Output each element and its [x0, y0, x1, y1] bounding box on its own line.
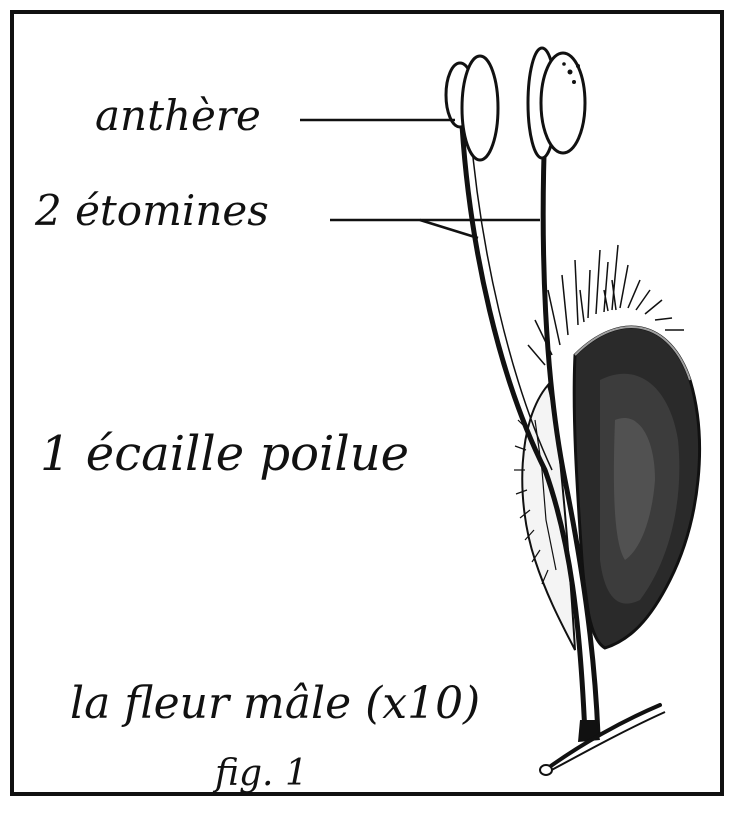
label-etamines: 2 étomines: [34, 186, 269, 235]
leader-line-etamines: [330, 220, 540, 238]
caption-title: la fleur mâle (x10): [70, 678, 480, 729]
caption-fig: fig. 1: [212, 753, 308, 794]
anther-left: [446, 56, 498, 160]
stamen-left: [462, 125, 585, 735]
label-ecaille: 1 écaille poilue: [40, 426, 409, 482]
label-anthere: anthère: [95, 91, 261, 140]
stalk-base: [540, 705, 665, 775]
anther-right: [528, 48, 585, 158]
